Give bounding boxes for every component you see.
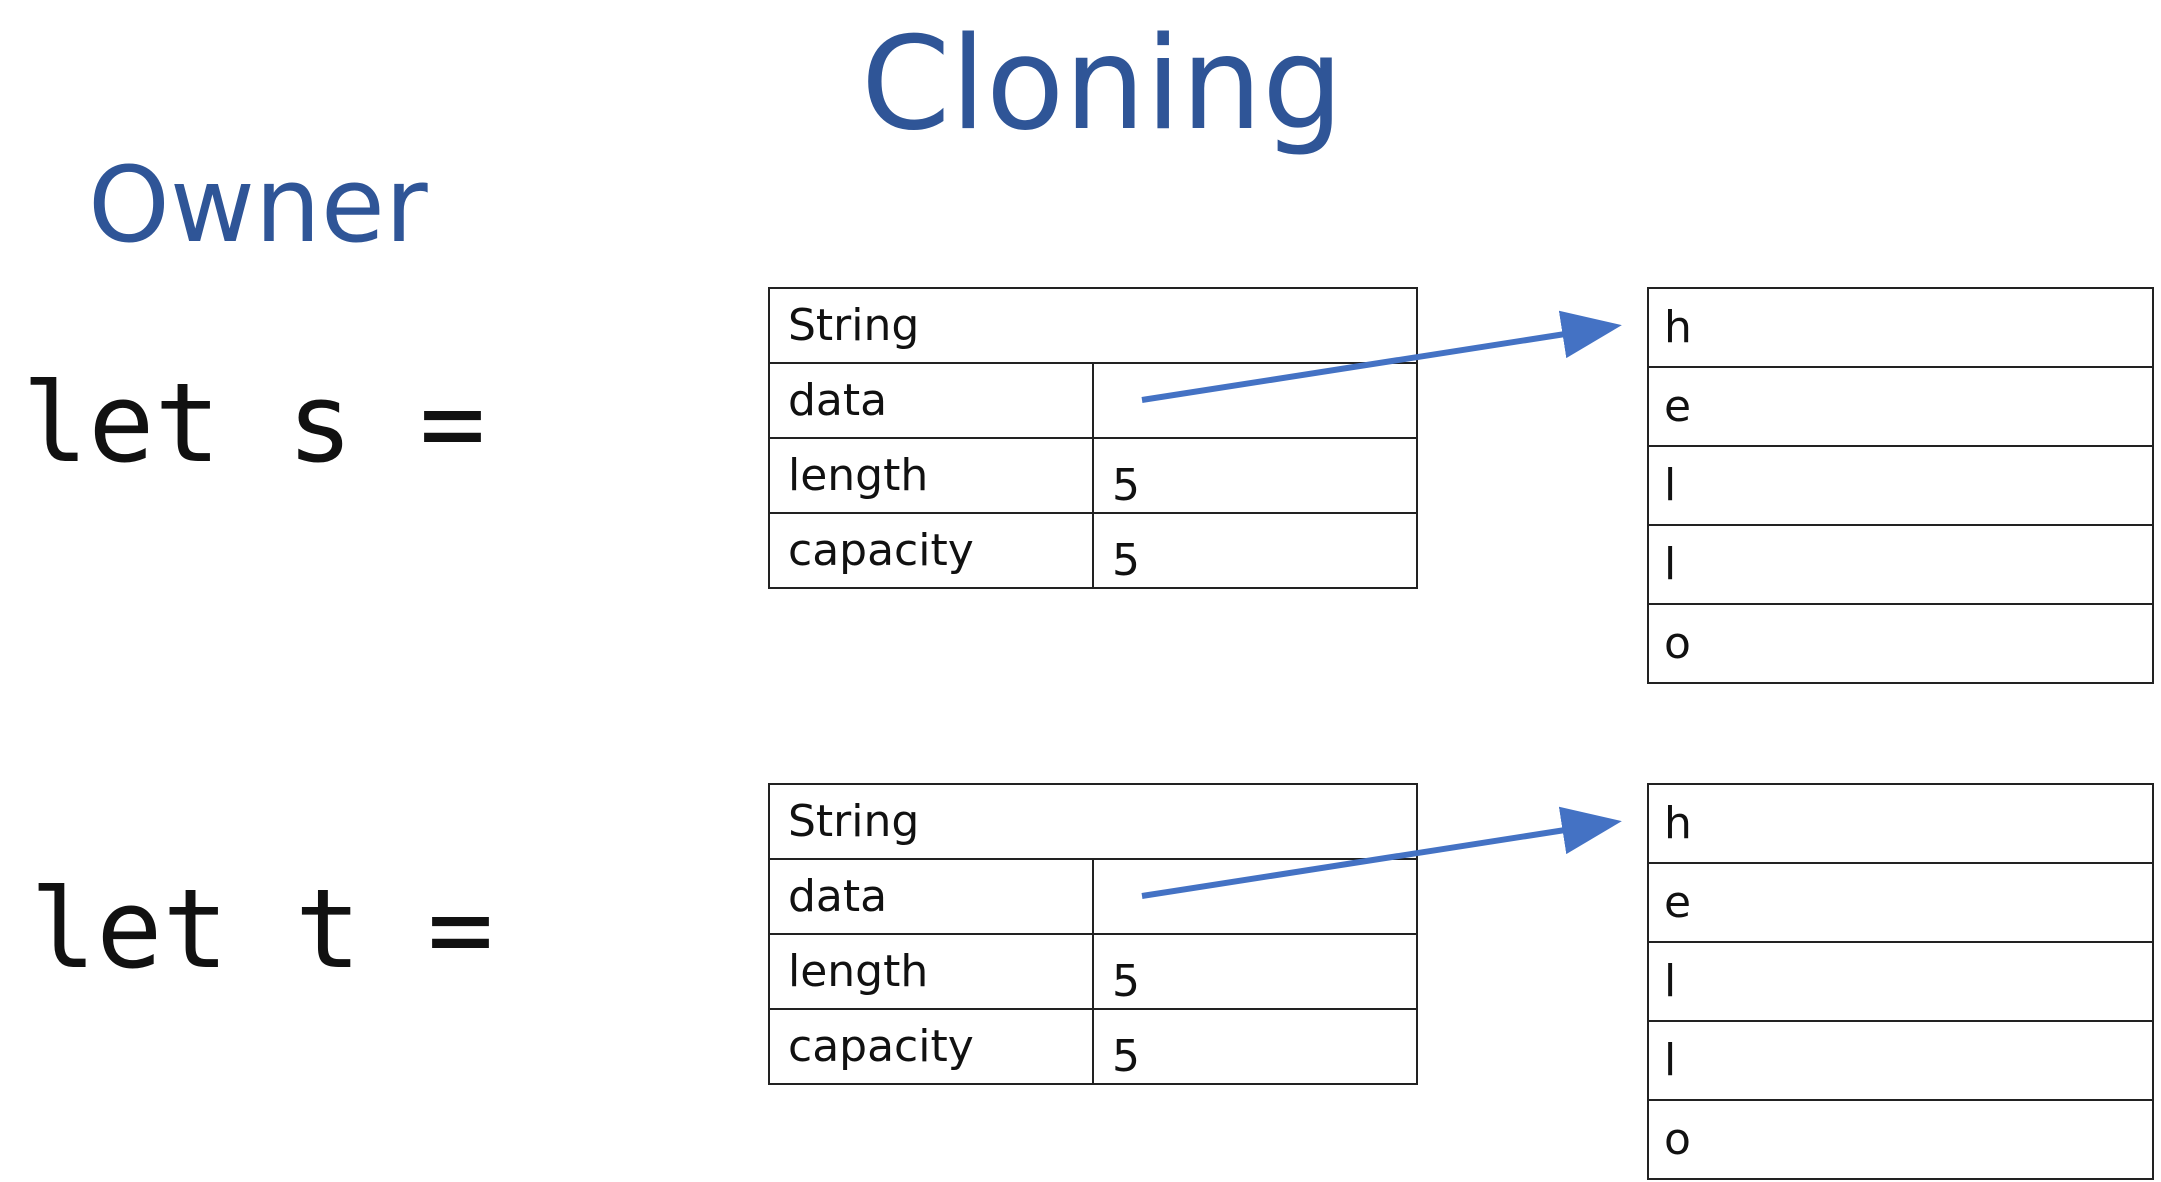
field-label: length [768, 437, 1094, 514]
heap-row: l [1647, 1020, 2154, 1101]
heap-char: h [1647, 287, 2154, 368]
field-value: 5 [1092, 1008, 1418, 1085]
string-struct-s: String data length 5 capacity 5 [768, 287, 1418, 589]
heap-row: l [1647, 524, 2154, 605]
heap-char: l [1647, 445, 2154, 526]
struct-row-data: data [768, 858, 1418, 935]
heap-char: l [1647, 1020, 2154, 1101]
field-label: data [768, 858, 1094, 935]
heap-char: o [1647, 603, 2154, 684]
struct-header-row: String [768, 287, 1418, 364]
code-let-t: let t = [30, 865, 494, 993]
heap-row: l [1647, 941, 2154, 1022]
struct-header: String [768, 287, 1418, 364]
heap-row: l [1647, 445, 2154, 526]
field-label: length [768, 933, 1094, 1010]
heap-row: o [1647, 603, 2154, 684]
heap-char: e [1647, 862, 2154, 943]
field-value: 5 [1092, 933, 1418, 1010]
string-struct-t: String data length 5 capacity 5 [768, 783, 1418, 1085]
field-label: capacity [768, 512, 1094, 589]
struct-row-length: length 5 [768, 933, 1418, 1010]
heap-row: o [1647, 1099, 2154, 1180]
field-label: capacity [768, 1008, 1094, 1085]
heap-char: o [1647, 1099, 2154, 1180]
struct-row-length: length 5 [768, 437, 1418, 514]
field-value: 5 [1092, 512, 1418, 589]
struct-header: String [768, 783, 1418, 860]
struct-header-row: String [768, 783, 1418, 860]
heap-char: e [1647, 366, 2154, 447]
heap-row: e [1647, 366, 2154, 447]
code-let-s: let s = [22, 359, 486, 487]
field-value [1092, 362, 1418, 439]
struct-row-data: data [768, 362, 1418, 439]
field-value [1092, 858, 1418, 935]
owner-heading: Owner [88, 144, 428, 266]
heap-chars-t: h e l l o [1647, 783, 2154, 1180]
heap-row: h [1647, 287, 2154, 368]
struct-row-capacity: capacity 5 [768, 1008, 1418, 1085]
heap-row: h [1647, 783, 2154, 864]
heap-chars-s: h e l l o [1647, 287, 2154, 684]
field-label: data [768, 362, 1094, 439]
heap-char: l [1647, 524, 2154, 605]
heap-row: e [1647, 862, 2154, 943]
field-value: 5 [1092, 437, 1418, 514]
heap-char: h [1647, 783, 2154, 864]
slide-title: Cloning [861, 10, 1344, 159]
heap-char: l [1647, 941, 2154, 1022]
struct-row-capacity: capacity 5 [768, 512, 1418, 589]
